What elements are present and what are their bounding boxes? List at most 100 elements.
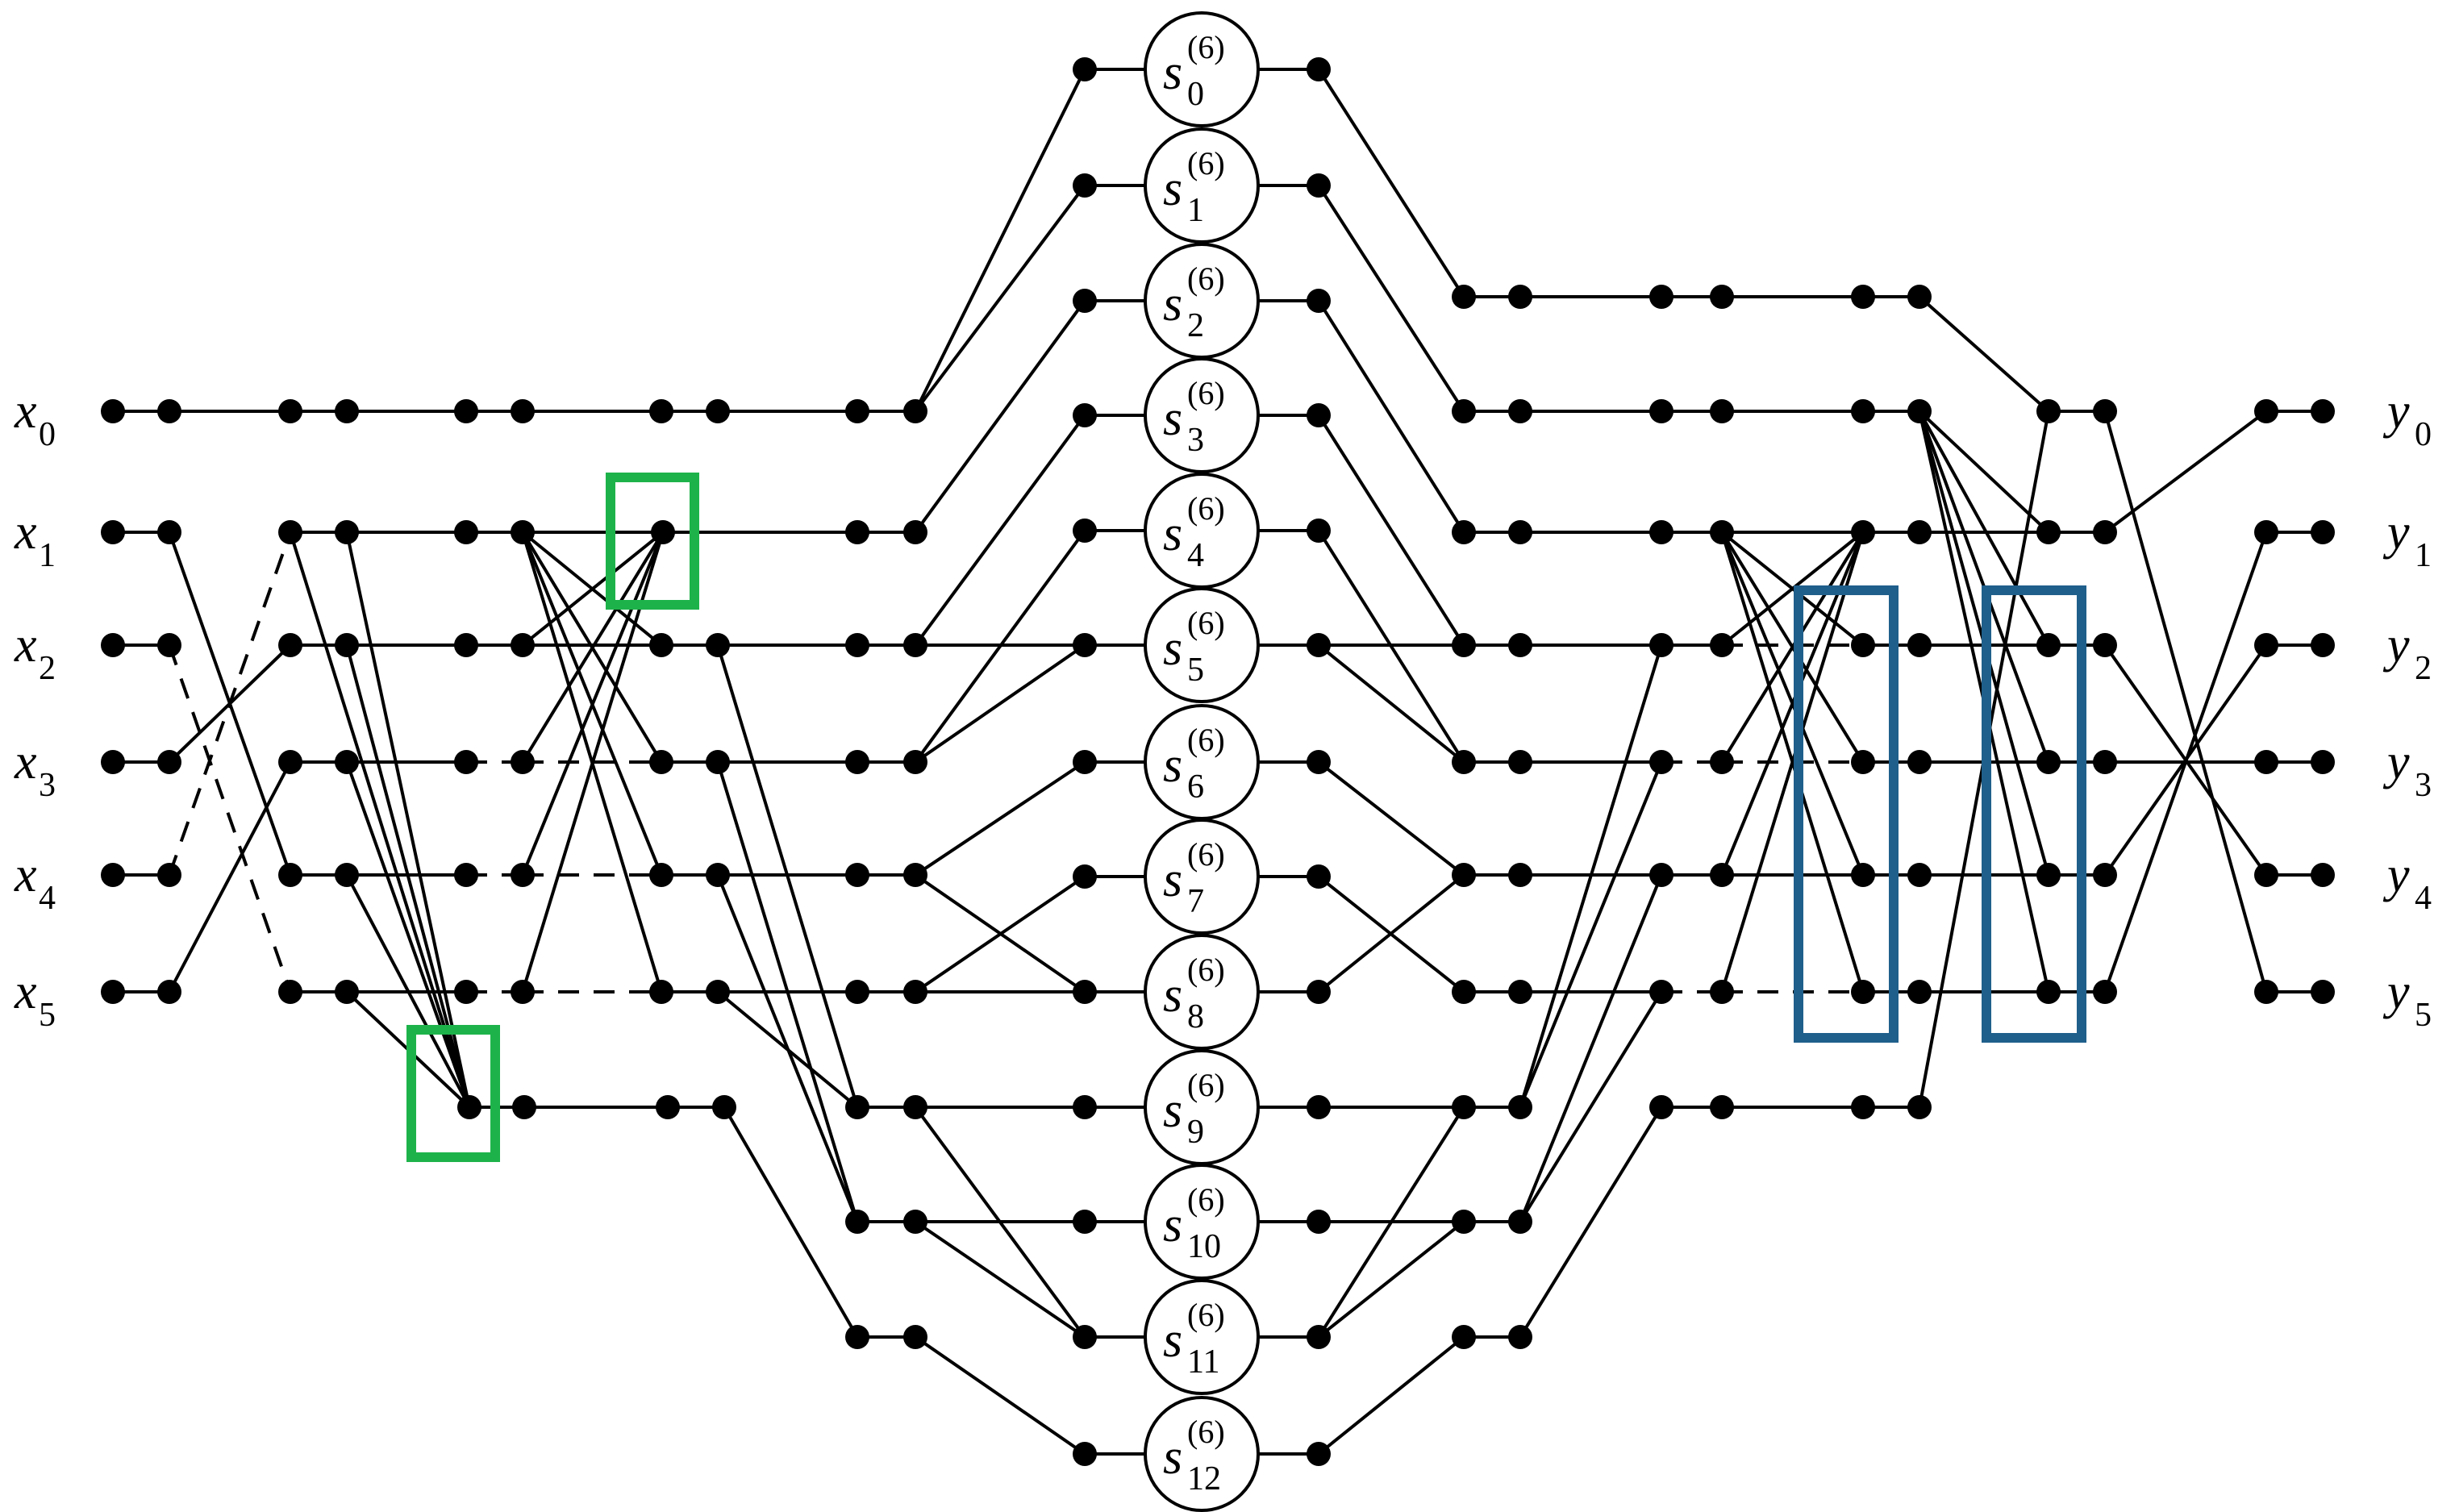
junction-node xyxy=(2036,980,2061,1004)
section-node-var: s xyxy=(1163,738,1182,793)
section-node-circle xyxy=(1144,934,1260,1050)
wire xyxy=(345,761,471,1108)
section-node-circle xyxy=(1144,1396,1260,1512)
junction-node xyxy=(157,863,181,887)
junction-node xyxy=(511,633,535,657)
junction-node xyxy=(2311,633,2335,657)
input-label-var: x xyxy=(14,505,37,560)
junction-node xyxy=(1307,173,1331,198)
input-label-var: x xyxy=(14,384,37,439)
green-highlight-box-upper xyxy=(606,473,699,610)
section-node-circle xyxy=(1144,11,1260,127)
junction-node xyxy=(1508,520,1532,544)
junction-node xyxy=(278,863,302,887)
section-node-sub: 9 xyxy=(1187,1114,1204,1151)
junction-node xyxy=(1452,399,1476,423)
junction-node xyxy=(706,863,730,887)
junction-node xyxy=(1508,863,1532,887)
junction-node xyxy=(2254,750,2278,774)
wire xyxy=(914,529,1086,764)
output-label-var: y xyxy=(2382,735,2410,789)
junction-node xyxy=(101,750,125,774)
junction-node xyxy=(649,633,673,657)
junction-node xyxy=(157,750,181,774)
junction-node xyxy=(511,750,535,774)
section-node-sub: 0 xyxy=(1187,76,1204,113)
junction-node xyxy=(1307,1325,1331,1349)
junction-node xyxy=(335,980,359,1004)
junction-node xyxy=(278,633,302,657)
junction-node xyxy=(512,1095,536,1119)
junction-node xyxy=(1508,750,1532,774)
wire xyxy=(1918,410,2050,646)
junction-node xyxy=(1649,285,1673,309)
junction-node xyxy=(157,980,181,1004)
junction-node xyxy=(1307,750,1331,774)
section-node-sup: (6) xyxy=(1187,1181,1225,1218)
wire xyxy=(914,875,1086,993)
junction-node xyxy=(2036,863,2061,887)
section-node-sub: 4 xyxy=(1187,537,1204,574)
input-label-sub: 4 xyxy=(39,880,56,917)
input-label-sub: 1 xyxy=(39,537,56,574)
junction-node xyxy=(1508,1095,1532,1119)
junction-node xyxy=(903,399,927,423)
junction-node xyxy=(1073,173,1097,198)
junction-node xyxy=(2311,399,2335,423)
junction-node xyxy=(1710,633,1734,657)
junction-node xyxy=(1452,1325,1476,1349)
junction-node xyxy=(278,750,302,774)
section-node-var: s xyxy=(1163,1430,1182,1485)
output-label-sub: 1 xyxy=(2415,537,2432,574)
section-node-sup: (6) xyxy=(1187,490,1225,527)
junction-node xyxy=(1907,285,1932,309)
input-label-var: x xyxy=(14,735,37,789)
junction-node xyxy=(1307,1095,1331,1119)
junction-node xyxy=(903,633,927,657)
section-node-var: s xyxy=(1163,45,1182,100)
junction-node xyxy=(511,399,535,423)
junction-node xyxy=(1649,750,1673,774)
dashed-wire xyxy=(168,644,292,993)
junction-node xyxy=(2036,750,2061,774)
section-node-var: s xyxy=(1163,852,1182,907)
wire xyxy=(914,1335,1086,1456)
junction-node xyxy=(1508,1210,1532,1234)
section-node-circle xyxy=(1144,357,1260,473)
input-label-sub: 3 xyxy=(39,767,56,804)
wire xyxy=(1519,990,1663,1223)
wire xyxy=(345,531,471,1108)
section-node-sup: (6) xyxy=(1187,1414,1225,1450)
junction-node xyxy=(335,520,359,544)
input-label-sub: 0 xyxy=(39,416,56,453)
junction-node xyxy=(1851,633,1875,657)
section-node-var: s xyxy=(1163,1198,1182,1252)
junction-node xyxy=(656,1095,680,1119)
wire xyxy=(914,69,1086,412)
input-label-var: x xyxy=(14,618,37,673)
junction-node xyxy=(1710,285,1734,309)
junction-node xyxy=(903,520,927,544)
junction-node xyxy=(1907,633,1932,657)
junction-node xyxy=(1307,57,1331,81)
junction-node xyxy=(1710,980,1734,1004)
junction-node xyxy=(1710,399,1734,423)
dashed-wire xyxy=(168,531,292,876)
junction-node xyxy=(1307,864,1331,889)
green-highlight-box-lower xyxy=(406,1025,500,1162)
section-node-sub: 5 xyxy=(1187,652,1204,689)
junction-node xyxy=(2093,633,2117,657)
junction-node xyxy=(2093,750,2117,774)
section-node-sup: (6) xyxy=(1187,836,1225,873)
junction-node xyxy=(845,633,869,657)
junction-node xyxy=(2036,633,2061,657)
junction-node xyxy=(649,399,673,423)
junction-node xyxy=(2093,520,2117,544)
junction-node xyxy=(1851,1095,1875,1119)
wire xyxy=(1317,414,1465,647)
section-node-sup: (6) xyxy=(1187,1297,1225,1333)
wire xyxy=(1317,873,1465,993)
junction-node xyxy=(845,399,869,423)
